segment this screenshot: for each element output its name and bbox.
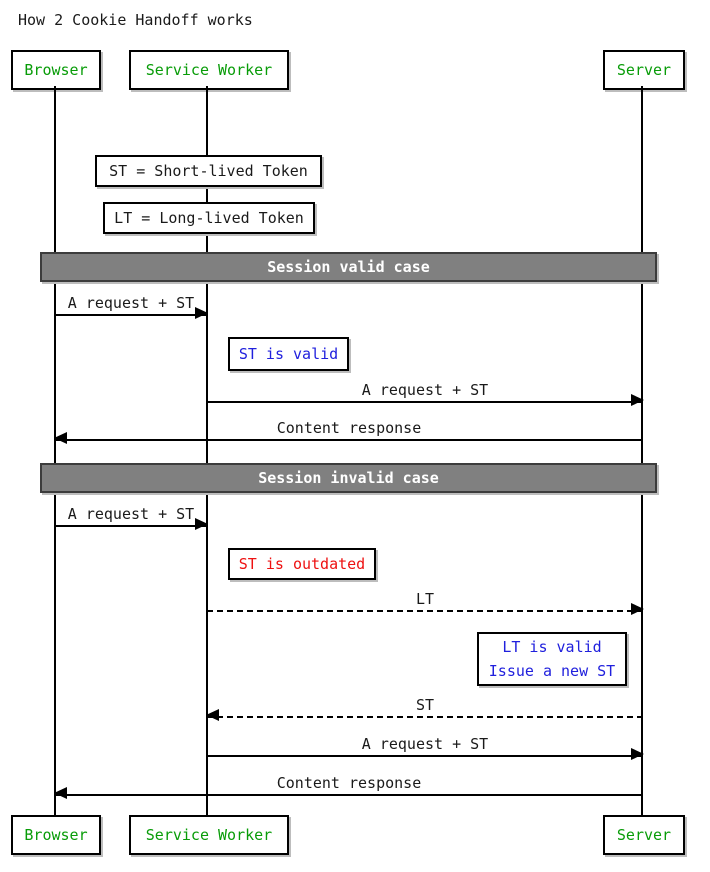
message-label: LT xyxy=(415,590,435,608)
actor-label-server: Server xyxy=(616,826,672,844)
message-label: A request + ST xyxy=(361,735,489,753)
message-content-response-server-to-browser: Content response xyxy=(54,418,643,444)
diagram-title: How 2 Cookie Handoff works xyxy=(18,11,253,29)
arrowhead-right-icon xyxy=(195,307,208,319)
actor-label-browser: Browser xyxy=(24,826,88,844)
lifeline-server xyxy=(641,86,643,815)
message-line xyxy=(54,787,643,799)
message-label: A request + ST xyxy=(67,505,195,523)
message-line-dashed xyxy=(207,603,644,615)
message-request-st-browser-to-sw-2: A request + ST xyxy=(55,504,208,530)
divider-session-invalid: Session invalid case xyxy=(40,463,657,493)
actor-box-server-bottom: Server xyxy=(603,815,685,855)
actor-label-server: Server xyxy=(616,61,672,79)
message-line-dashed xyxy=(206,709,643,721)
arrowhead-left-icon xyxy=(206,709,219,721)
note-text-line2: Issue a new ST xyxy=(488,662,616,680)
lifeline-browser xyxy=(54,86,56,815)
divider-session-valid: Session valid case xyxy=(40,252,657,282)
arrowhead-right-icon xyxy=(631,603,644,615)
arrowhead-right-icon xyxy=(631,394,644,406)
actor-box-service-worker-bottom: Service Worker xyxy=(129,815,289,855)
actor-label-service-worker: Service Worker xyxy=(145,61,273,79)
divider-label: Session invalid case xyxy=(258,469,439,487)
arrowhead-right-icon xyxy=(195,518,208,530)
note-text: ST is valid xyxy=(238,345,339,363)
actor-box-service-worker-top: Service Worker xyxy=(129,50,289,90)
arrowhead-left-icon xyxy=(54,432,67,444)
message-lt-sw-to-server: LT xyxy=(207,589,644,615)
actor-label-browser: Browser xyxy=(24,61,88,79)
divider-label: Session valid case xyxy=(267,258,430,276)
legend-note-long-lived-token: LT = Long-lived Token xyxy=(103,202,315,234)
legend-note-short-lived-token: ST = Short-lived Token xyxy=(95,155,322,187)
actor-box-browser-bottom: Browser xyxy=(11,815,101,855)
note-st-is-valid: ST is valid xyxy=(228,337,349,371)
actor-label-service-worker: Service Worker xyxy=(145,826,273,844)
note-text: ST is outdated xyxy=(238,555,366,573)
message-label: Content response xyxy=(276,419,422,437)
legend-note-text: ST = Short-lived Token xyxy=(109,162,308,180)
actor-box-server-top: Server xyxy=(603,50,685,90)
message-label: ST xyxy=(415,696,435,714)
message-line xyxy=(207,748,644,760)
message-line xyxy=(207,394,644,406)
message-label: Content response xyxy=(276,774,422,792)
message-request-st-sw-to-server: A request + ST xyxy=(207,380,644,406)
message-request-st-sw-to-server-2: A request + ST xyxy=(207,734,644,760)
note-st-is-outdated: ST is outdated xyxy=(228,548,376,580)
message-line xyxy=(55,518,208,530)
actor-box-browser-top: Browser xyxy=(11,50,101,90)
note-lt-is-valid: LT is valid Issue a new ST xyxy=(477,632,627,686)
message-content-response-server-to-browser-2: Content response xyxy=(54,773,643,799)
message-line xyxy=(55,307,208,319)
message-st-server-to-sw: ST xyxy=(206,695,643,721)
note-text-line1: LT is valid xyxy=(502,638,602,656)
legend-note-text: LT = Long-lived Token xyxy=(114,209,304,227)
message-label: A request + ST xyxy=(361,381,489,399)
message-label: A request + ST xyxy=(67,294,195,312)
arrowhead-right-icon xyxy=(631,748,644,760)
message-line xyxy=(54,432,643,444)
message-request-st-browser-to-sw: A request + ST xyxy=(55,293,208,319)
arrowhead-left-icon xyxy=(54,787,67,799)
lifeline-service-worker xyxy=(206,86,208,815)
